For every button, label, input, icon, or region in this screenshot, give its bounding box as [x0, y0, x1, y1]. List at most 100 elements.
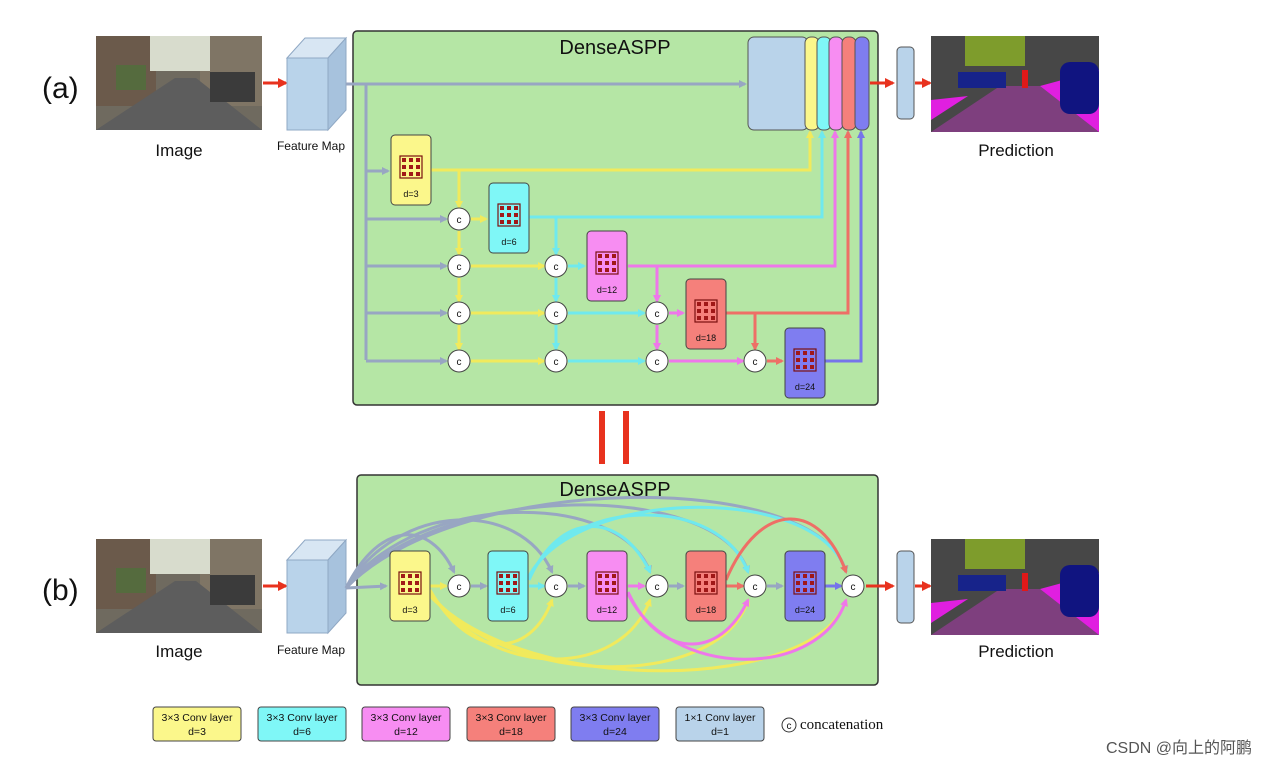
legend-concat-symbol: c	[787, 721, 792, 732]
conv1x1-a	[896, 46, 915, 120]
legend-item-5: 1×1 Conv layer d=1	[675, 706, 765, 742]
b-conv-block-label: d=18	[696, 605, 716, 615]
b-conv-block-label: d=3	[402, 605, 417, 615]
legend-item-dilation: d=24	[603, 726, 627, 738]
feature-map-a	[285, 36, 348, 132]
a-conv-block-4: d=24	[784, 327, 826, 399]
concat-symbol: c	[457, 215, 462, 226]
a-concat-node-4: c	[544, 254, 568, 278]
b-conv-block-3: d=18	[685, 550, 727, 622]
image-label-a: Image	[155, 141, 202, 160]
feature-map-b	[285, 538, 348, 635]
yellow-paths-a	[430, 130, 814, 365]
a-conv-block-label: d=6	[501, 237, 516, 247]
a-conv-block-label: d=18	[696, 333, 716, 343]
prediction-image-b	[931, 539, 1099, 635]
conv1x1-b	[896, 550, 915, 624]
legend-item-title: 3×3 Conv layer	[476, 712, 547, 724]
salmon-paths-a	[726, 130, 852, 365]
conv-blocks-a: d=3 d=6 d=12 d=18 d=24	[390, 134, 826, 399]
densaspp-title-b: DenseASPP	[559, 479, 670, 501]
concat-symbol: c	[457, 357, 462, 368]
input-image-a	[96, 36, 262, 130]
b-conv-block-label: d=24	[795, 605, 815, 615]
a-concat-node-0: c	[447, 207, 471, 231]
concat-symbol: c	[554, 262, 559, 273]
panel-b: (b) Image Feature Map DenseASPP	[42, 474, 1099, 686]
pink-paths-a	[628, 130, 839, 365]
a-conv-block-2: d=12	[586, 230, 628, 302]
dilated-kernel-icon	[793, 348, 817, 372]
dilated-kernel-icon	[793, 571, 817, 595]
a-concat-node-8: c	[645, 349, 669, 373]
b-concat-node-0: c	[447, 574, 471, 598]
concat-symbol: c	[554, 309, 559, 320]
a-conv-block-label: d=3	[403, 189, 418, 199]
b-conv-block-label: d=12	[597, 605, 617, 615]
a-conv-block-label: d=24	[795, 382, 815, 392]
image-label-b: Image	[155, 642, 202, 661]
b-concat-node-3: c	[743, 574, 767, 598]
b-conv-block-2: d=12	[586, 550, 628, 622]
legend-item-title: 3×3 Conv layer	[267, 712, 338, 724]
concat-symbol: c	[851, 582, 856, 593]
a-conv-block-1: d=6	[488, 182, 530, 254]
concat-symbol: c	[655, 309, 660, 320]
a-conv-block-3: d=18	[685, 278, 727, 350]
panel-a-letter: (a)	[42, 72, 79, 105]
b-conv-block-1: d=6	[487, 550, 529, 622]
dilated-kernel-icon	[694, 299, 718, 323]
b-concat-node-2: c	[645, 574, 669, 598]
pink-arcs-b	[626, 582, 848, 661]
dilated-kernel-icon	[497, 203, 521, 227]
legend-concat-label: concatenation	[800, 717, 884, 733]
dilated-kernel-icon	[595, 251, 619, 275]
purple-path-a	[825, 130, 865, 363]
watermark: CSDN @向上的阿鹏	[1106, 739, 1252, 757]
panel-a: (a) Image Feature Map DenseASPP	[42, 30, 1099, 406]
a-concat-node-6: c	[544, 349, 568, 373]
dilated-kernel-icon	[399, 155, 423, 179]
legend-concat: c concatenation	[781, 717, 884, 733]
prediction-image-a	[931, 36, 1099, 132]
equivalence-sign	[599, 411, 629, 464]
legend-concat-icon	[781, 717, 797, 733]
legend-item-dilation: d=1	[711, 726, 729, 738]
a-concat-node-7: c	[645, 301, 669, 325]
output-stack-a	[747, 36, 870, 131]
cyan-paths-a	[529, 130, 826, 365]
a-conv-block-0: d=3	[390, 134, 432, 206]
concat-symbol: c	[554, 357, 559, 368]
a-conv-block-label: d=12	[597, 285, 617, 295]
legend-item-title: 1×1 Conv layer	[685, 712, 756, 724]
concat-symbol: c	[655, 582, 660, 593]
legend-item-dilation: d=18	[499, 726, 523, 738]
input-image-b	[96, 539, 262, 633]
dilated-kernel-icon	[398, 571, 422, 595]
b-concat-node-1: c	[544, 574, 568, 598]
feature-label-b: Feature Map	[277, 643, 345, 657]
concat-symbol: c	[457, 309, 462, 320]
concat-symbol: c	[554, 582, 559, 593]
prediction-label-a: Prediction	[978, 141, 1054, 160]
b-conv-block-4: d=24	[784, 550, 826, 622]
prediction-label-b: Prediction	[978, 642, 1054, 661]
a-concat-node-5: c	[544, 301, 568, 325]
dilated-kernel-icon	[694, 571, 718, 595]
concat-symbol: c	[457, 582, 462, 593]
legend-item-dilation: d=3	[188, 726, 206, 738]
a-concat-node-3: c	[447, 349, 471, 373]
salmon-arcs-b	[724, 517, 848, 590]
legend-item-dilation: d=12	[394, 726, 418, 738]
b-conv-block-0: d=3	[389, 550, 431, 622]
b-concat-node-4: c	[841, 574, 865, 598]
panel-b-letter: (b)	[42, 574, 79, 607]
conv-blocks-b: d=3 d=6 d=12 d=18 d=24	[389, 550, 826, 622]
b-conv-block-label: d=6	[500, 605, 515, 615]
